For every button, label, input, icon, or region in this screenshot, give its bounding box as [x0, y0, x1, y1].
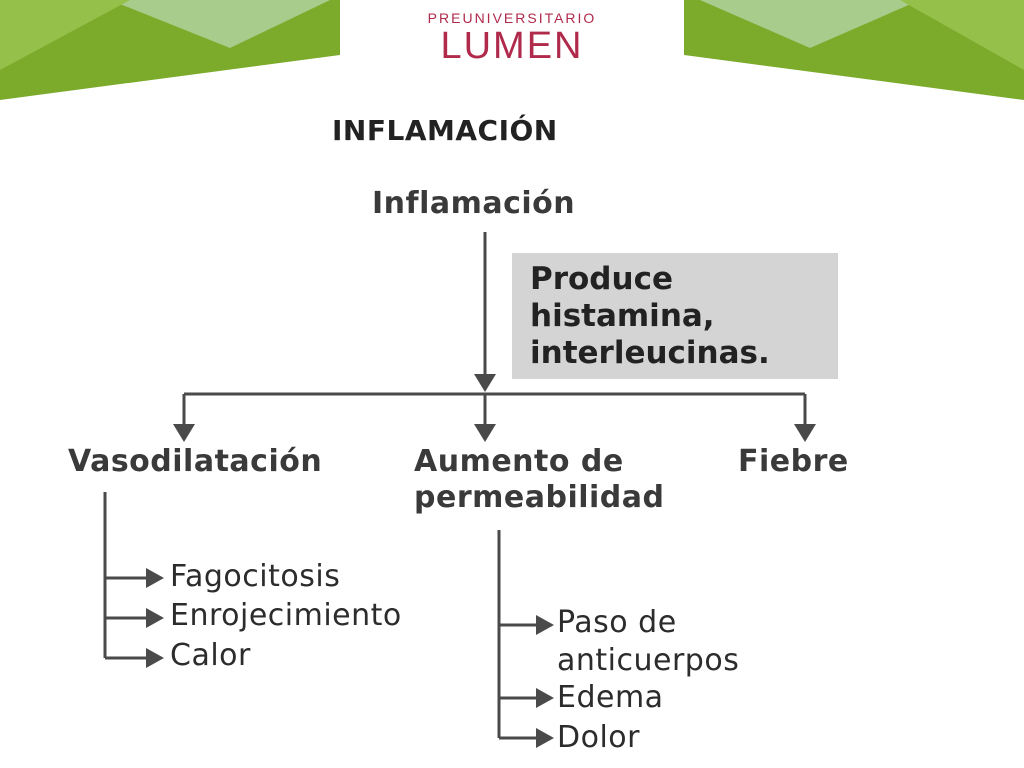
leaf-anticuerpos: anticuerpos — [557, 643, 740, 678]
brand-logo: PREUNIVERSITARIO LUMEN — [0, 10, 1024, 66]
node-permeabilidad-line: permeabilidad — [414, 480, 665, 515]
slide-title: INFLAMACIÓN — [332, 114, 558, 147]
leaf-edema: Edema — [557, 680, 664, 715]
note-box: Produce histamina, interleucinas. — [512, 253, 838, 379]
note-line: interleucinas. — [530, 335, 770, 371]
brand-name: LUMEN — [440, 25, 584, 67]
leaf-fagocitosis: Fagocitosis — [170, 559, 341, 594]
root-arrow — [474, 374, 496, 392]
node-permeabilidad: Aumento de permeabilidad — [414, 444, 664, 516]
header-banner — [0, 0, 1024, 100]
node-fiebre: Fiebre — [738, 444, 849, 479]
leaf-enrojecimiento: Enrojecimiento — [170, 598, 402, 633]
node-vasodilatacion: Vasodilatación — [68, 444, 323, 479]
node-root: Inflamación — [372, 186, 576, 221]
brand-tagline: PREUNIVERSITARIO — [427, 10, 597, 26]
leaf-dolor: Dolor — [557, 720, 640, 755]
note-line: Produce — [530, 261, 673, 297]
leaf-paso-de: Paso de — [557, 605, 677, 640]
node-permeabilidad-line: Aumento de — [414, 444, 624, 479]
note-line: histamina, — [530, 298, 715, 334]
leaf-calor: Calor — [170, 638, 251, 673]
